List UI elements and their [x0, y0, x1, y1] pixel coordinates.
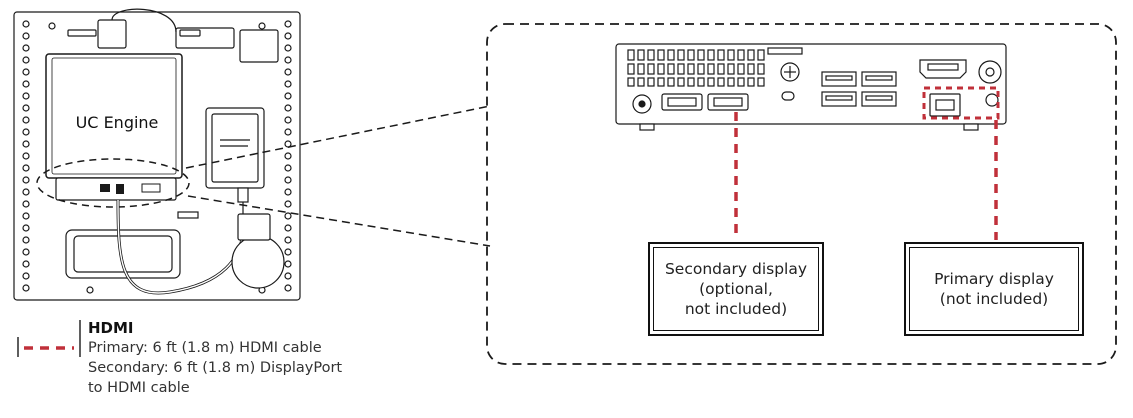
- legend-line-sample: [17, 320, 81, 357]
- detail-callout-frame: [486, 23, 1117, 365]
- uc-engine-device: [45, 53, 183, 201]
- primary-display-box: Primary display (not included): [904, 242, 1084, 336]
- adapter-device: [205, 107, 265, 222]
- legend-secondary-text-cont: to HDMI cable: [88, 380, 190, 396]
- hdmi-port: [919, 59, 967, 79]
- port-highlight-ellipse: [36, 158, 190, 208]
- legend-title: HDMI: [88, 319, 134, 337]
- bottom-accessories: [65, 199, 285, 295]
- legend-secondary-text: Secondary: 6 ft (1.8 m) DisplayPort: [88, 360, 343, 376]
- primary-port-highlight: [922, 86, 1000, 120]
- secondary-display-label: Secondary display (optional, not include…: [664, 260, 808, 318]
- plate-holes-left: [22, 20, 30, 292]
- ethernet-port: [929, 93, 961, 117]
- primary-display-label: Primary display (not included): [934, 270, 1054, 308]
- uc-engine-label: UC Engine: [76, 113, 159, 132]
- usb-ports: [821, 71, 897, 107]
- legend: HDMI Primary: 6 ft (1.8 m) HDMI cable Se…: [88, 318, 342, 398]
- top-accessories: [67, 8, 279, 63]
- vent-grid: [627, 47, 803, 87]
- legend-primary-text: Primary: 6 ft (1.8 m) HDMI cable: [88, 340, 322, 356]
- secondary-display-box: Secondary display (optional, not include…: [648, 242, 824, 336]
- plate-holes-right: [284, 20, 292, 292]
- uc-engine-rear-panel: [615, 43, 1007, 131]
